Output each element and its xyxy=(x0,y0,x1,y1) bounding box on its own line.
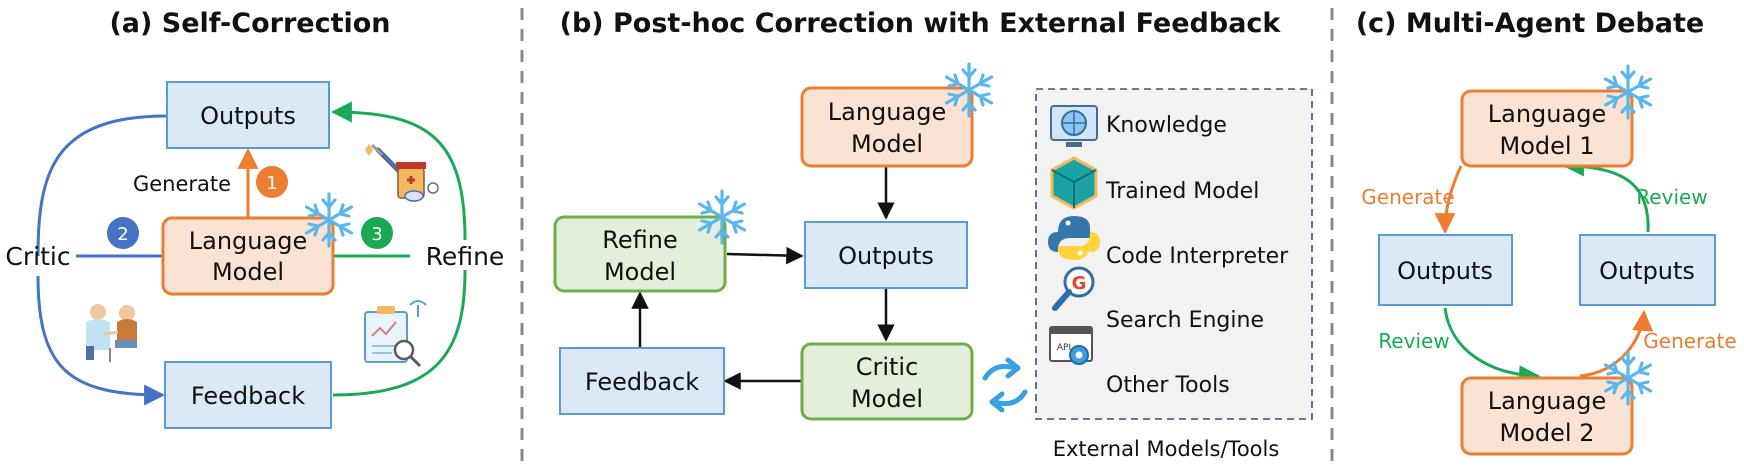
lm1-generate-arrow xyxy=(1434,165,1463,235)
search-engine-icon: G xyxy=(1052,266,1095,311)
refine-to-outputs-arrow xyxy=(726,246,804,265)
language-model-2-box xyxy=(1460,376,1634,456)
step-3-badge xyxy=(361,217,393,249)
tools-caption: External Models/Tools xyxy=(1053,437,1280,461)
tool-label-search-engine: Search Engine xyxy=(1106,308,1264,333)
refine-label-b-2: Model xyxy=(604,258,676,286)
review-to-lm2-arrow xyxy=(1443,307,1541,387)
api-label: API xyxy=(1057,343,1071,353)
outputs-label-b: Outputs xyxy=(838,242,934,270)
generate-label-bottom: Generate xyxy=(1643,329,1736,353)
critic-curve-top xyxy=(36,114,168,257)
feedback-box-a xyxy=(164,361,332,429)
python-icon xyxy=(1048,216,1100,260)
refine-label: Refine xyxy=(426,242,505,271)
outputs-left-label: Outputs xyxy=(1397,257,1493,285)
lm2-label-2: Model 2 xyxy=(1500,419,1595,447)
critic-model-box xyxy=(800,342,974,421)
lm-label-a-2: Model xyxy=(212,258,284,286)
step-1-badge xyxy=(256,166,288,198)
refine-arrow xyxy=(330,101,467,241)
panel-multi-agent-debate: (c) Multi-Agent Debate Language Model 1 … xyxy=(1356,8,1737,456)
critic-arrow xyxy=(36,275,166,406)
knowledge-icon xyxy=(1050,105,1098,147)
step-2-badge xyxy=(107,217,139,249)
language-model-box-b xyxy=(800,86,974,168)
lm2-generate-arrow xyxy=(1579,309,1654,378)
language-model-box-a xyxy=(161,216,335,296)
critic-label-b-1: Critic xyxy=(856,353,919,381)
step-2-number: 2 xyxy=(117,224,128,245)
tool-label-other-tools: Other Tools xyxy=(1106,373,1230,398)
panel-a-title: (a) Self-Correction xyxy=(109,8,390,39)
generate-label-top: Generate xyxy=(1361,185,1454,209)
outputs-label-a: Outputs xyxy=(200,102,296,130)
panel-c-title: (c) Multi-Agent Debate xyxy=(1356,8,1704,39)
lm1-label-1: Language xyxy=(1488,100,1606,128)
doctor-patient-icon xyxy=(86,304,137,362)
tool-label-trained-model: Trained Model xyxy=(1105,179,1259,204)
lm-label-b-2: Model xyxy=(851,130,923,158)
review-label-top: Review xyxy=(1636,185,1707,209)
step-3-number: 3 xyxy=(371,224,382,245)
exchange-arrows-icon xyxy=(982,357,1028,413)
other-tools-icon: API xyxy=(1049,326,1093,365)
review-label-bottom: Review xyxy=(1378,329,1449,353)
panel-b-title: (b) Post-hoc Correction with External Fe… xyxy=(560,8,1282,39)
refine-model-box xyxy=(553,215,727,293)
panel-post-hoc-correction: (b) Post-hoc Correction with External Fe… xyxy=(553,8,1313,461)
feedback-box-b xyxy=(559,347,725,415)
medicine-icon xyxy=(365,143,439,202)
lm-label-a-1: Language xyxy=(189,227,307,255)
lm-label-b-1: Language xyxy=(828,98,946,126)
panel-self-correction: (a) Self-Correction Outputs Language Mod… xyxy=(5,8,505,429)
refine-label-b-1: Refine xyxy=(602,226,677,254)
lm2-label-1: Language xyxy=(1488,387,1606,415)
critic-label: Critic xyxy=(5,242,70,271)
critic-label-b-2: Model xyxy=(851,385,923,413)
outputs-right-box xyxy=(1579,234,1716,306)
language-model-1-box xyxy=(1460,89,1634,168)
svg-text:G: G xyxy=(1072,273,1087,294)
outputs-box-a xyxy=(166,81,330,149)
generate-label-a: Generate xyxy=(133,172,231,196)
step-1-number: 1 xyxy=(266,173,277,194)
feedback-label-b: Feedback xyxy=(585,368,699,396)
tool-label-knowledge: Knowledge xyxy=(1106,113,1227,138)
trained-model-icon xyxy=(1050,156,1098,210)
refine-curve-bottom xyxy=(332,269,467,397)
outputs-box-b xyxy=(804,221,968,289)
outputs-left-box xyxy=(1378,234,1513,306)
tool-label-code-interpreter: Code Interpreter xyxy=(1106,244,1289,269)
feedback-label-a: Feedback xyxy=(191,382,305,410)
lm1-label-2: Model 1 xyxy=(1500,132,1595,160)
outputs-right-label: Outputs xyxy=(1599,257,1695,285)
clipboard-magnifier-icon xyxy=(364,300,427,368)
